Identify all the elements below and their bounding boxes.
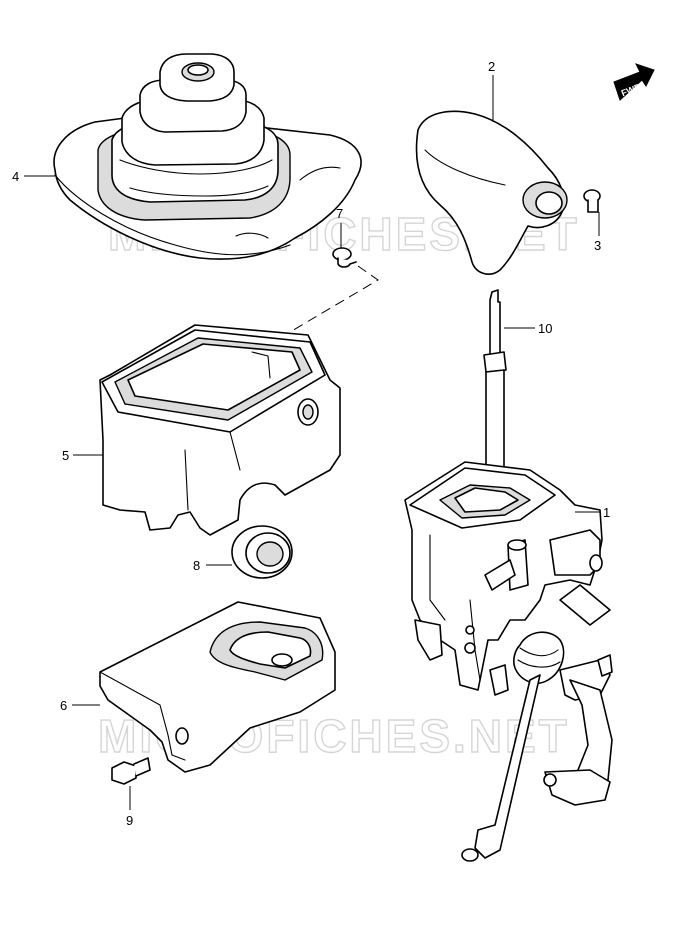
callout-3: 3 [594,238,601,253]
shift-knob [415,110,568,275]
grommet [231,525,293,579]
callout-7: 7 [336,206,343,221]
callout-1: 1 [603,505,610,520]
screw-3 [583,189,601,213]
lower-cover [99,601,336,773]
shifter-assembly [404,461,613,862]
screw-7 [332,247,357,268]
console-housing [99,324,341,536]
callout-6: 6 [60,698,67,713]
leader-lines [24,75,600,810]
callout-8: 8 [193,558,200,573]
callout-5: 5 [62,448,69,463]
callout-10: 10 [538,321,552,336]
callout-9: 9 [126,813,133,828]
shift-boot [53,53,362,260]
callout-2: 2 [488,59,495,74]
callout-4: 4 [12,169,19,184]
bolt-9 [111,757,151,785]
fwd-arrow-icon: FWD [613,63,655,101]
